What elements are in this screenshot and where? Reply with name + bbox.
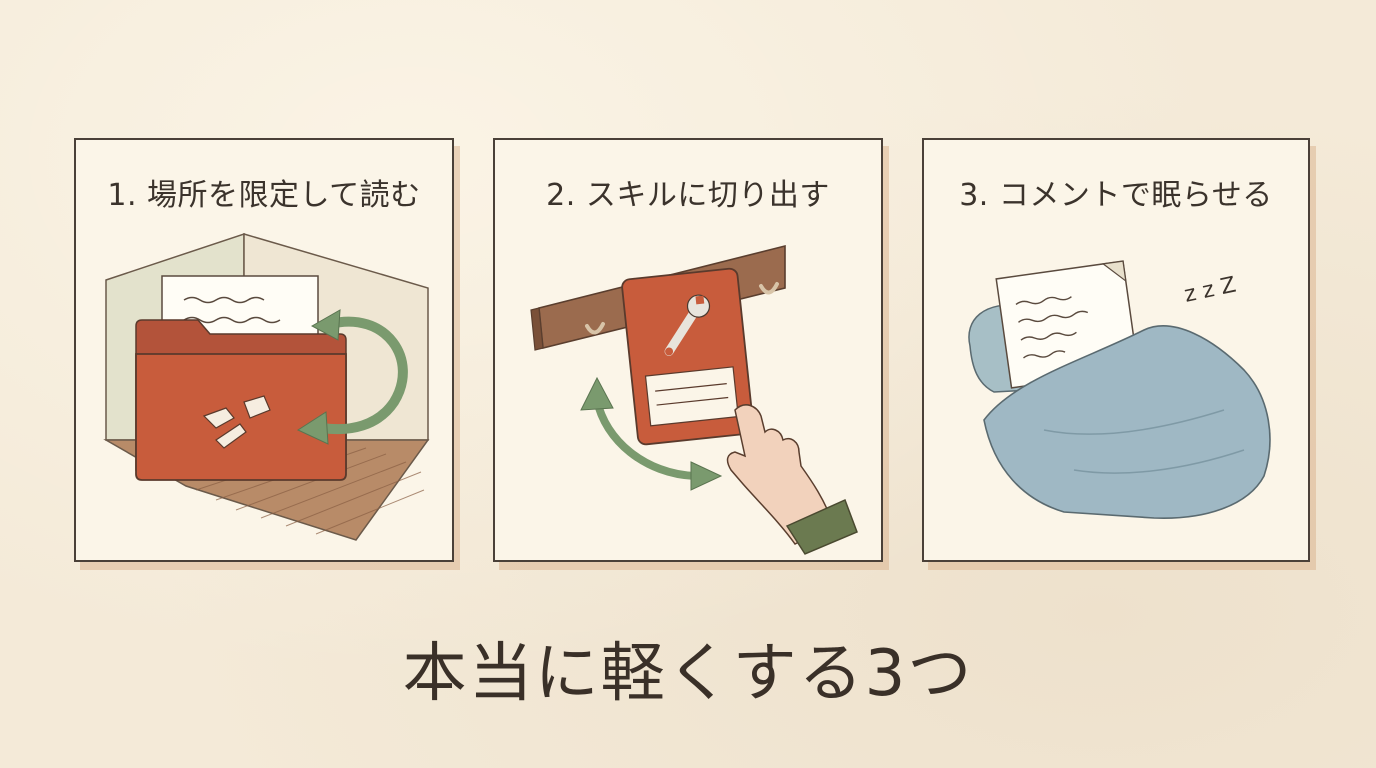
panel-1: 1. 場所を限定して読む [74,138,454,562]
sleeping-document-icon: z z Z [968,260,1271,519]
wrench-card-icon [530,244,858,555]
panel-2-title: 2. スキルに切り出す [546,178,830,213]
sleep-letters: z z Z [1182,273,1238,308]
footer-title: 本当に軽くする3つ [402,637,974,711]
panel-3: 3. コメントで眠らせる z z Z [922,138,1310,562]
panel-3-title: 3. コメントで眠らせる [959,178,1273,213]
folder-icon [103,232,430,541]
panel-1-title: 1. 場所を限定して読む [107,178,421,213]
panel-2: 2. スキルに切り出す [493,138,883,562]
